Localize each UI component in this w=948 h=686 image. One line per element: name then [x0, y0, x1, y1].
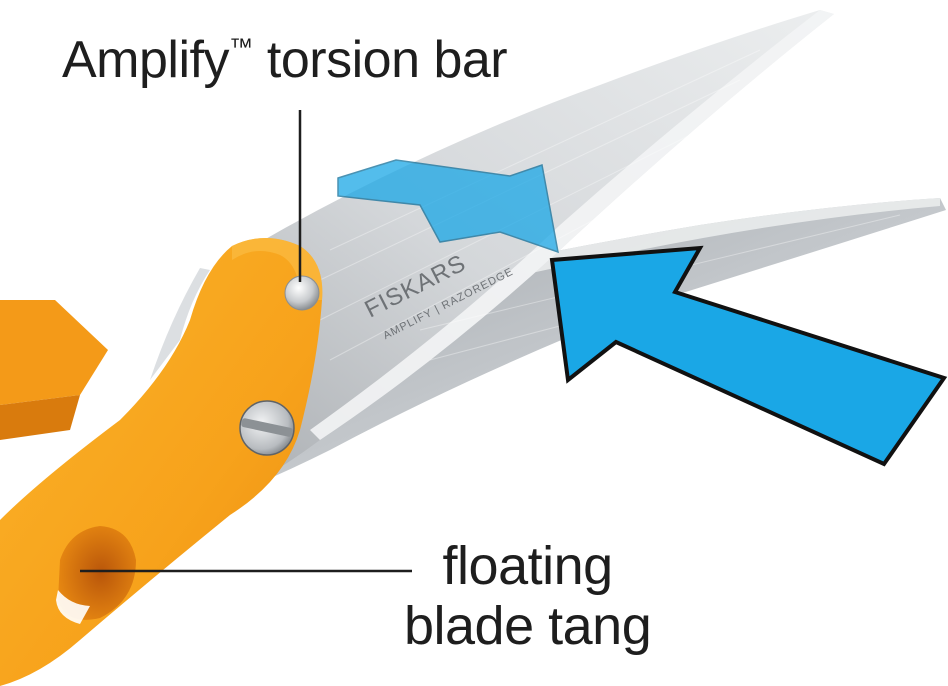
torsion-bar-name: Amplify	[62, 31, 229, 89]
upper-blade-bevel	[310, 10, 834, 440]
finger-hole	[58, 526, 136, 620]
blade-tang-line2: blade tang	[404, 596, 652, 656]
blade-tang-line1: floating	[442, 536, 614, 596]
lower-blade	[150, 198, 946, 520]
pivot-screw-icon	[239, 400, 295, 456]
arrow-main	[549, 245, 948, 467]
lower-blade-edge	[330, 198, 940, 318]
torsion-bar-rest: torsion bar	[252, 31, 508, 89]
arrow-upper	[337, 159, 559, 254]
torsion-bar-label: Amplify™ torsion bar	[62, 18, 508, 90]
trademark-mark: ™	[228, 34, 253, 61]
torsion-pin	[284, 275, 320, 311]
blade-tang-label: floating blade tang	[404, 536, 652, 656]
back-handle	[0, 300, 108, 405]
